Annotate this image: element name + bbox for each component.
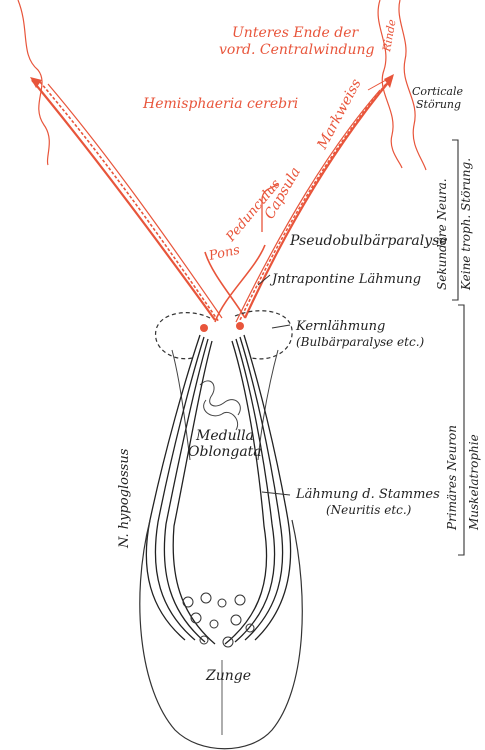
left-tract-outer xyxy=(32,80,215,320)
label-stammes-1: Lähmung d. Stammes xyxy=(295,487,440,502)
label-medulla: Medulla xyxy=(195,428,254,444)
label-pons: Pons xyxy=(207,243,242,264)
papilla-7 xyxy=(231,615,241,625)
label-kernlaehmung-1: Kernlähmung xyxy=(295,319,385,334)
label-unteres-ende-2: vord. Centralwindung xyxy=(219,42,375,58)
side-label-primaeres: Primäres Neuron xyxy=(445,425,459,531)
right-fibre-3 xyxy=(235,339,275,642)
side-label-sekundaere: Sekundäre Neura. xyxy=(435,178,449,290)
papilla-1 xyxy=(183,597,193,607)
label-stammes-2: (Neuritis etc.) xyxy=(326,503,412,517)
right-nucleus-cell xyxy=(236,322,244,330)
nucleus-cells xyxy=(200,322,244,332)
papilla-2 xyxy=(201,593,211,603)
left-nucleus-outline xyxy=(156,313,210,359)
leader-kernlaehmung xyxy=(272,325,290,328)
papilla-3 xyxy=(218,599,226,607)
label-corticale-1: Corticale xyxy=(412,85,463,98)
papilla-6 xyxy=(210,620,218,628)
label-rinde: Rinde xyxy=(380,18,399,54)
papilla-4 xyxy=(235,595,245,605)
papilla-8 xyxy=(246,624,254,632)
hypoglossus-fibres xyxy=(146,335,290,644)
side-label-muskelatrophie: Muskelatrophie xyxy=(467,434,481,531)
olive-left xyxy=(200,381,240,415)
label-pseudobulbaer: Pseudobulbärparalyse xyxy=(289,233,448,249)
label-oblongata: Oblongata xyxy=(188,444,262,460)
label-unteres-ende-1: Unteres Ende der xyxy=(232,25,360,41)
label-hypoglossus: N. hypoglossus xyxy=(117,448,132,549)
left-tract-third xyxy=(48,84,222,318)
label-markweiss: Markweiss xyxy=(314,76,365,152)
nucleus-outlines xyxy=(156,311,293,359)
left-nucleus-cell xyxy=(200,324,208,332)
label-kernlaehmung-2: (Bulbärparalyse etc.) xyxy=(296,335,425,349)
papilla-9 xyxy=(200,636,208,644)
left-tract-inner xyxy=(40,82,219,322)
label-hemisphaeria: Hemisphaeria cerebri xyxy=(142,96,298,112)
label-intrapontine: Jntrapontine Lähmung xyxy=(269,272,421,287)
bracket-secondary xyxy=(452,140,458,300)
right-fibre-4 xyxy=(225,341,267,644)
hemisphere-outlines xyxy=(18,0,426,170)
tract-arrowheads xyxy=(30,74,394,88)
right-nucleus-outline xyxy=(235,311,292,359)
side-label-keine-troph: Keine troph. Störung. xyxy=(459,158,473,291)
label-zunge: Zunge xyxy=(205,668,251,684)
label-corticale-2: Störung xyxy=(416,98,461,111)
